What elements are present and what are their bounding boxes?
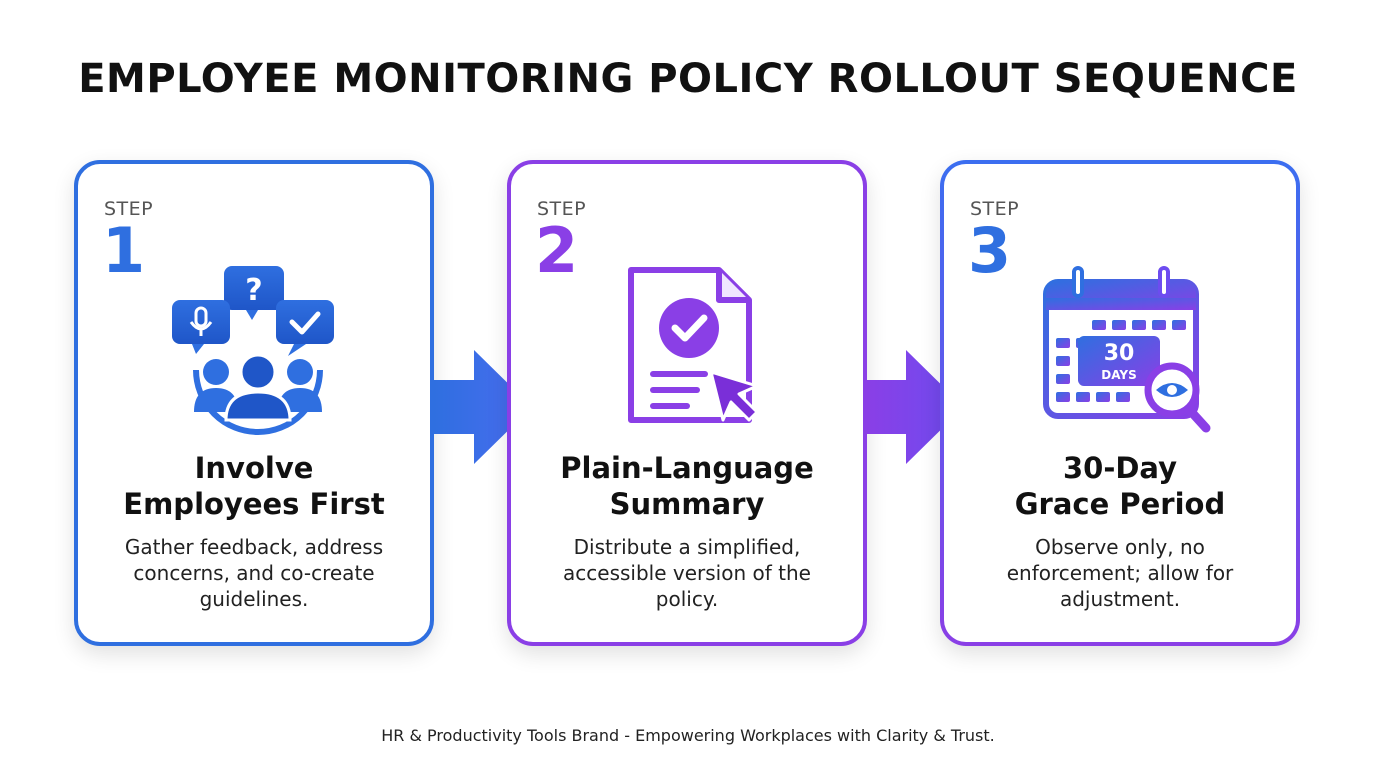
calendar-magnifier-icon: 30 DAYS [1043,266,1211,433]
arrow-right-icon [866,350,964,464]
step-label: STEP [970,198,1020,220]
step-number: 1 [102,214,146,287]
page-title: EMPLOYEE MONITORING POLICY ROLLOUT SEQUE… [78,56,1298,102]
arrow-right-icon [434,350,532,464]
step-title: 30-Day Grace Period [1014,451,1226,521]
step-number: 2 [535,214,579,287]
step-description: Gather feedback, address concerns, and c… [124,535,384,611]
step-description: Observe only, no enforcement; allow for … [1006,535,1234,611]
svg-text:?: ? [245,273,262,308]
step-card-1: STEP 1 ? [74,160,434,646]
step-title: Involve Employees First [123,451,385,521]
step-description: Distribute a simplified, accessible vers… [563,535,811,611]
step-label: STEP [537,198,587,220]
step-label: STEP [104,198,154,220]
step-number: 3 [968,214,1012,287]
calendar-number: 30 [1104,341,1135,366]
feedback-group-icon: ? [172,266,334,435]
approved-document-icon [628,267,759,423]
calendar-unit: DAYS [1101,368,1136,382]
footer-tagline: HR & Productivity Tools Brand - Empoweri… [381,726,995,745]
step-card-3: STEP 3 [940,160,1300,646]
step-title: Plain-Language Summary [560,451,814,521]
step-card-2: STEP 2 Plain-Language Summary Distribute… [507,160,867,646]
